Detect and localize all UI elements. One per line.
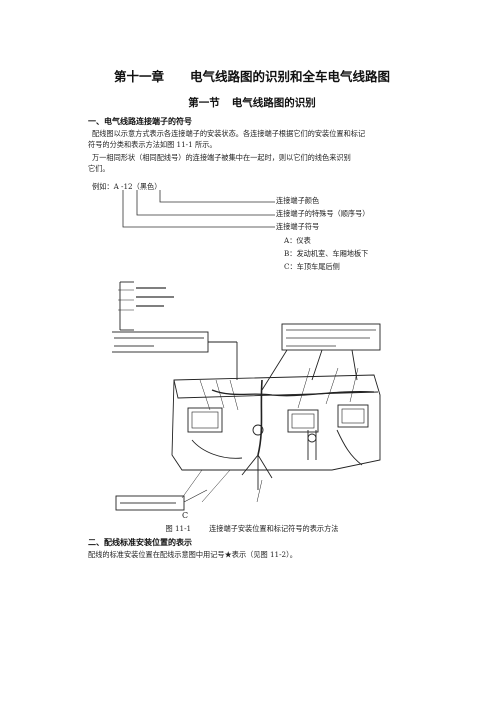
callout-box-right [281, 323, 381, 351]
example-color: （黑色） [132, 182, 162, 191]
section-title: 电气线路图的识别 [231, 97, 316, 109]
example-label: 例如： [92, 182, 114, 191]
chapter-heading: 第十一章 电气线路图的识别和全车电气线路图 [0, 66, 504, 85]
gauge-panel-left [187, 407, 223, 433]
part1-para1-line1: 配线图以示意方式表示各连接端子的安装状态。各连接端子根据它们的安装位置和标记 [92, 129, 366, 138]
legend-box-left [118, 281, 174, 331]
figure-caption-number: 图 11-1 [165, 524, 192, 533]
section-heading: 第一节电气线路图的识别 [0, 95, 504, 110]
part1-heading: 一、电气线路连接端子的符号 [88, 117, 192, 126]
dashboard-outline [171, 374, 381, 471]
example-code: A -12 [113, 182, 133, 191]
gauge-panel-center [287, 409, 319, 433]
figure-label-c: C [182, 511, 188, 520]
example-leader-lines [122, 190, 275, 228]
figure-caption: 图 11-1 连接端子安装位置和标记符号的表示方法 [0, 524, 504, 534]
part2-heading: 二、配线标准安装位置的表示 [88, 538, 192, 547]
example-line: 例如：A -12（黑色） [92, 182, 161, 192]
code-a: A：仪表 [284, 236, 311, 245]
figure-connector-diagram: C [112, 281, 381, 520]
annotation-color: 连接端子颜色 [276, 196, 320, 205]
part1-para2-line1: 万一相同形状（相同配线号）的连接端子被集中在一起时，则以它们的线色来识别 [92, 153, 351, 162]
chapter-title: 电气线路图的识别和全车电气线路图 [190, 69, 391, 84]
figure-caption-text: 连接端子安装位置和标记符号的表示方法 [209, 524, 339, 533]
part1-para1-line2: 符号的分类和表示方法如图 11-1 所示。 [88, 140, 217, 149]
leader-sequence [136, 190, 275, 216]
connector-node [252, 424, 264, 436]
part2-para-line1: 配线的标准安装位置在配线示意图中用记号★表示（见图 11-2）。 [88, 550, 297, 559]
leader-symbol [122, 190, 275, 228]
callout-box-left [112, 331, 209, 353]
section-number: 第一节 [188, 97, 220, 109]
gauge-panel-right [337, 404, 369, 428]
code-c: C：车顶车尾后侧 [284, 262, 340, 271]
annotation-symbol: 连接端子符号 [276, 222, 320, 231]
chapter-number: 第十一章 [113, 69, 164, 84]
annotation-sequence: 连接端子的特殊号（顺序号） [276, 209, 370, 218]
harness-main [257, 379, 263, 456]
leader-color [159, 190, 275, 203]
part1-para2-line2: 它们。 [88, 164, 110, 173]
callout-box-bottom [115, 495, 185, 511]
code-b: B：发动机室、车厢地板下 [284, 249, 369, 258]
